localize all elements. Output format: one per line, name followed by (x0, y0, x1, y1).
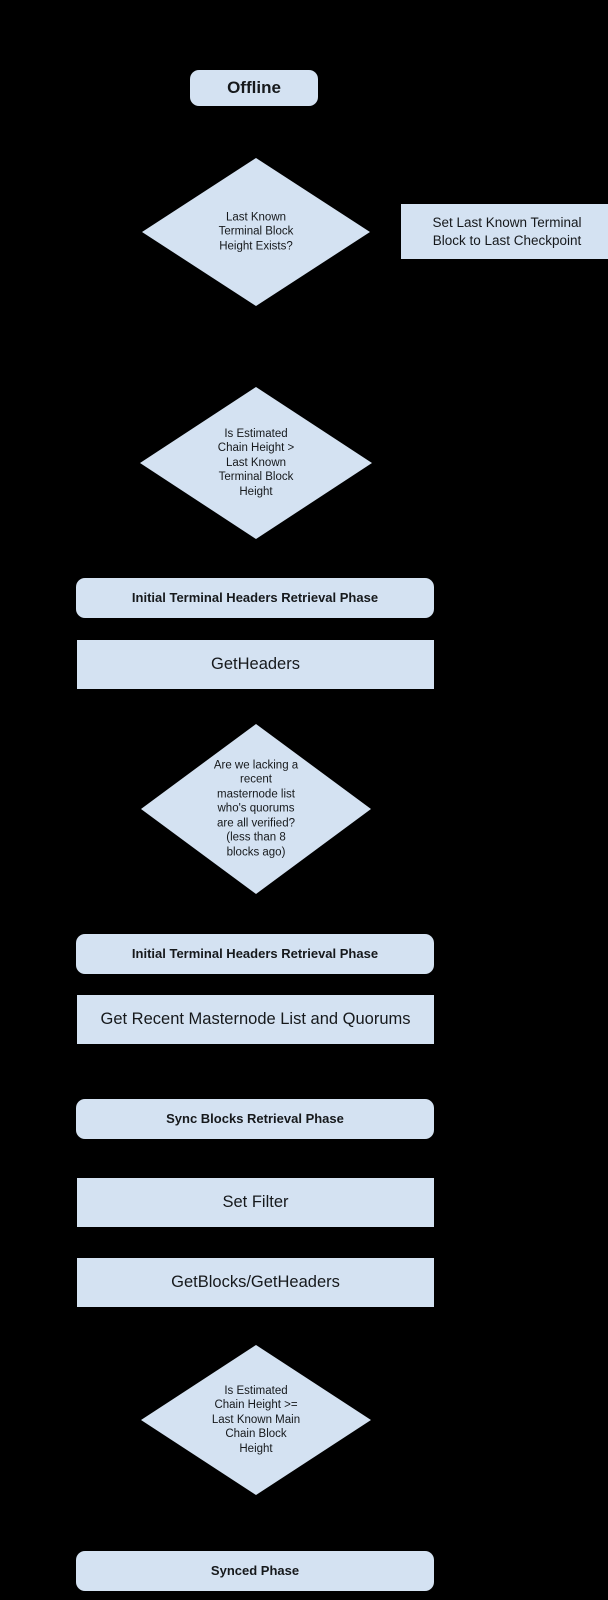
node-get-recent-masternode-list-label: Get Recent Masternode List and Quorums (100, 1009, 411, 1028)
node-set-filter-label: Set Filter (222, 1192, 289, 1211)
node-decision-masternode-list-recent-label: Are we lacking a recent masternode list … (213, 759, 299, 859)
node-phase-sync-blocks[interactable]: Sync Blocks Retrieval Phase (76, 1099, 434, 1139)
node-phase-initial-terminal-headers-1-label: Initial Terminal Headers Retrieval Phase (131, 589, 379, 605)
node-decision-estimated-gt-terminal-label: Is Estimated Chain Height > Last Known T… (217, 427, 295, 498)
node-decision-estimated-gt-terminal[interactable]: Is Estimated Chain Height > Last Known T… (140, 387, 372, 539)
node-decision-estimated-gte-main[interactable]: Is Estimated Chain Height >= Last Known … (141, 1345, 371, 1495)
node-set-last-known-terminal-label: Set Last Known Terminal Block to Last Ch… (432, 215, 582, 248)
node-decision-terminal-height-exists[interactable]: Last Known Terminal Block Height Exists? (142, 158, 370, 306)
node-phase-synced-label: Synced Phase (210, 1562, 300, 1578)
node-offline[interactable]: Offline (190, 70, 318, 106)
node-get-headers-label: GetHeaders (211, 654, 300, 673)
node-get-headers[interactable]: GetHeaders (77, 640, 434, 689)
node-decision-terminal-height-exists-label: Last Known Terminal Block Height Exists? (218, 211, 294, 253)
node-decision-masternode-list-recent[interactable]: Are we lacking a recent masternode list … (141, 724, 371, 894)
node-phase-synced[interactable]: Synced Phase (76, 1551, 434, 1591)
node-phase-sync-blocks-label: Sync Blocks Retrieval Phase (166, 1110, 344, 1126)
node-phase-initial-terminal-headers-1[interactable]: Initial Terminal Headers Retrieval Phase (76, 578, 434, 618)
node-get-blocks-get-headers[interactable]: GetBlocks/GetHeaders (77, 1258, 434, 1307)
node-set-filter[interactable]: Set Filter (77, 1178, 434, 1227)
node-get-recent-masternode-list[interactable]: Get Recent Masternode List and Quorums (77, 995, 434, 1044)
node-phase-initial-terminal-headers-2[interactable]: Initial Terminal Headers Retrieval Phase (76, 934, 434, 974)
node-offline-label: Offline (227, 78, 281, 98)
node-decision-estimated-gte-main-label: Is Estimated Chain Height >= Last Known … (211, 1384, 301, 1455)
node-phase-initial-terminal-headers-2-label: Initial Terminal Headers Retrieval Phase (131, 945, 379, 961)
node-get-blocks-get-headers-label: GetBlocks/GetHeaders (171, 1272, 340, 1291)
node-set-last-known-terminal[interactable]: Set Last Known Terminal Block to Last Ch… (401, 204, 608, 259)
